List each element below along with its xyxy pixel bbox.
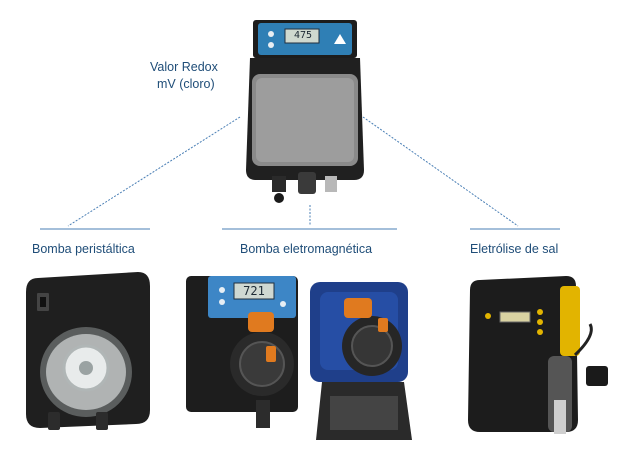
connector-left-diagonal: [67, 116, 241, 227]
branch-right-label: Eletrólise de sal: [470, 242, 559, 256]
center-label-line1: Valor Redox: [150, 60, 218, 74]
pump-display-value: 721: [243, 284, 265, 298]
center-label-line2: mV (cloro): [157, 77, 215, 91]
branch-left-label: Bomba peristáltica: [32, 242, 135, 256]
controller-display-value: 475: [293, 30, 313, 41]
branch-middle-label: Bomba eletromagnética: [240, 242, 373, 256]
connector-right-diagonal: [362, 116, 519, 227]
